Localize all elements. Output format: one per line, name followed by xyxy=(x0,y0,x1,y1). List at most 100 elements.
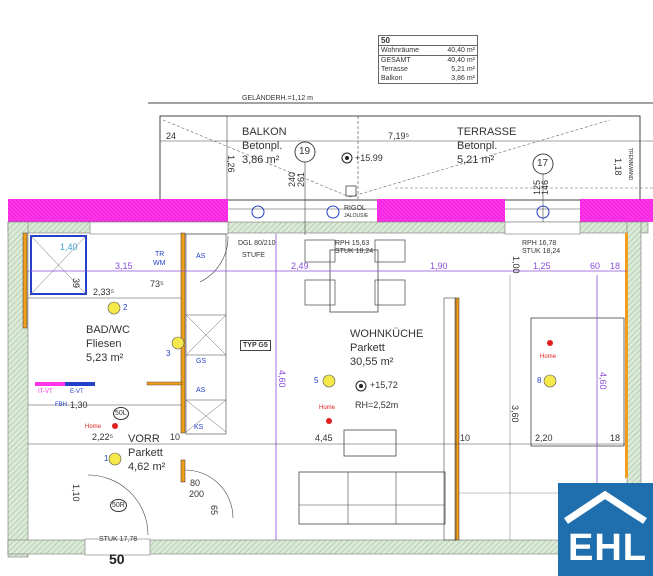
room-name: VORR xyxy=(128,433,160,445)
level-terrace: +15.99 xyxy=(355,153,383,163)
dimension: 4,45 xyxy=(315,433,333,443)
area-value: 5,21 m² xyxy=(451,66,475,73)
stuk-label: STUK 18,24 xyxy=(522,248,561,255)
e-vt-label: E-VT xyxy=(70,389,84,395)
room-bad-wc: BAD/WC Fliesen 5,23 m² xyxy=(86,324,130,365)
jalousie-label: JALOUSIE xyxy=(344,213,369,219)
dimension: 3,60 xyxy=(510,405,520,423)
exterior-band xyxy=(8,199,228,222)
dimension: 1,90 xyxy=(430,261,448,271)
dimension: 1,30 xyxy=(70,400,88,410)
it-vt-label: IT-VT xyxy=(38,389,53,395)
room-name: BALKON xyxy=(242,126,287,138)
room-area: 3,86 m² xyxy=(242,153,280,166)
axis-label-17: 17 xyxy=(537,158,549,169)
rph-label: RPH 16,78 xyxy=(522,240,557,247)
dimension: 10 xyxy=(460,433,471,443)
area-value: 3,86 m² xyxy=(451,75,475,82)
room-area: 30,55 m² xyxy=(350,355,394,368)
room-name: TERRASSE xyxy=(457,126,517,138)
outlet-label: AS xyxy=(196,253,206,260)
dimension: 2,49 xyxy=(291,261,309,271)
type-label: TYP G5 xyxy=(240,340,271,351)
entry-label: STUK 17,78 xyxy=(99,536,138,543)
coffee-table xyxy=(343,429,397,457)
sofa xyxy=(298,471,446,525)
dimension: 4,60 xyxy=(277,370,287,388)
area-label: Balkon xyxy=(381,75,403,82)
dimension: 261 xyxy=(296,171,306,187)
washer-label: WM xyxy=(153,260,166,267)
dimension: 200 xyxy=(189,489,205,499)
dimension: 2,22⁵ xyxy=(92,432,114,442)
dryer-label: TR xyxy=(155,251,165,258)
fixture-50r: 50R xyxy=(110,499,127,512)
room-balkon: BALKON Betonpl. 3,86 m² xyxy=(242,126,287,167)
dimension: 1,10 xyxy=(71,484,81,502)
dimension: 60 xyxy=(590,261,601,271)
smoke-detector-label: Home xyxy=(319,405,336,411)
area-label: Wohnräume xyxy=(381,47,420,54)
dimension: 73⁵ xyxy=(150,279,164,289)
smoke-detector-label: Home xyxy=(85,424,102,430)
dimension: 1,00 xyxy=(511,256,521,274)
rph-label: RPH 15,63 xyxy=(335,240,370,247)
dimension: 10 xyxy=(170,432,181,442)
exterior-band xyxy=(580,199,653,222)
ehl-logo: EHL xyxy=(558,483,653,576)
exterior-band xyxy=(377,199,505,222)
unit-number: 50 xyxy=(109,551,125,567)
axis-label-19: 19 xyxy=(299,146,311,157)
dimension: 1,18 xyxy=(613,158,623,176)
dimension: 1,26 xyxy=(226,155,236,173)
area-value: 40,40 m² xyxy=(434,55,478,65)
rigol-label: RIGOL xyxy=(344,205,366,212)
area-label: GESAMT xyxy=(378,55,435,65)
dimension: 7,19⁵ xyxy=(388,131,410,141)
stuk-label: STUK 18,24 xyxy=(335,248,374,255)
room-name: BAD/WC xyxy=(86,324,130,336)
room-area: 5,21 m² xyxy=(457,153,495,166)
fixture-50l: 50L xyxy=(113,407,129,420)
dimension: 18 xyxy=(610,261,621,271)
step-label: STUFE xyxy=(242,252,265,259)
dimension: 80 xyxy=(190,478,201,488)
light-number: 5 xyxy=(314,376,319,385)
dimension: 39 xyxy=(71,278,81,289)
room-floor: Parkett xyxy=(350,341,385,354)
light-number: 3 xyxy=(166,349,171,358)
dining-table xyxy=(329,249,379,313)
dimension: 18 xyxy=(610,433,621,443)
light-number: 2 xyxy=(123,303,128,312)
dimension: 2,33⁵ xyxy=(93,287,115,297)
dimension: 1,25 xyxy=(533,261,551,271)
area-value: 40,40 m² xyxy=(447,47,475,54)
dimension: 146 xyxy=(540,179,550,195)
house-roof-icon xyxy=(564,490,647,524)
room-floor: Parkett xyxy=(128,446,163,459)
dimension: 24 xyxy=(166,131,177,141)
smoke-detector-label: Home xyxy=(540,354,557,360)
room-vorraum: VORR Parkett 4,62 m² xyxy=(128,433,165,474)
dishwasher-label: GS xyxy=(196,358,207,365)
partition-label: TRENNWAND xyxy=(627,148,633,181)
room-name: WOHNKÜCHE xyxy=(350,328,424,340)
dimension: 1,40 xyxy=(60,242,78,252)
dimension: 65 xyxy=(209,505,219,516)
room-floor: Fliesen xyxy=(86,337,122,350)
logo-text: EHL xyxy=(568,527,647,569)
light-number: 1 xyxy=(104,454,109,463)
level-living: +15,72 xyxy=(370,380,398,390)
light-number: 8 xyxy=(537,376,542,385)
bed xyxy=(530,317,625,447)
area-label: Terrasse xyxy=(381,66,408,73)
dimension: 4,60 xyxy=(598,372,608,390)
room-height: RH=2,52m xyxy=(355,400,399,410)
unit-label: 50 xyxy=(378,35,478,46)
room-area: 4,62 m² xyxy=(128,460,166,473)
railing-label: GELÄNDERH.=1,12 m xyxy=(242,95,313,102)
door-label: DGL 80/210 xyxy=(238,240,276,247)
